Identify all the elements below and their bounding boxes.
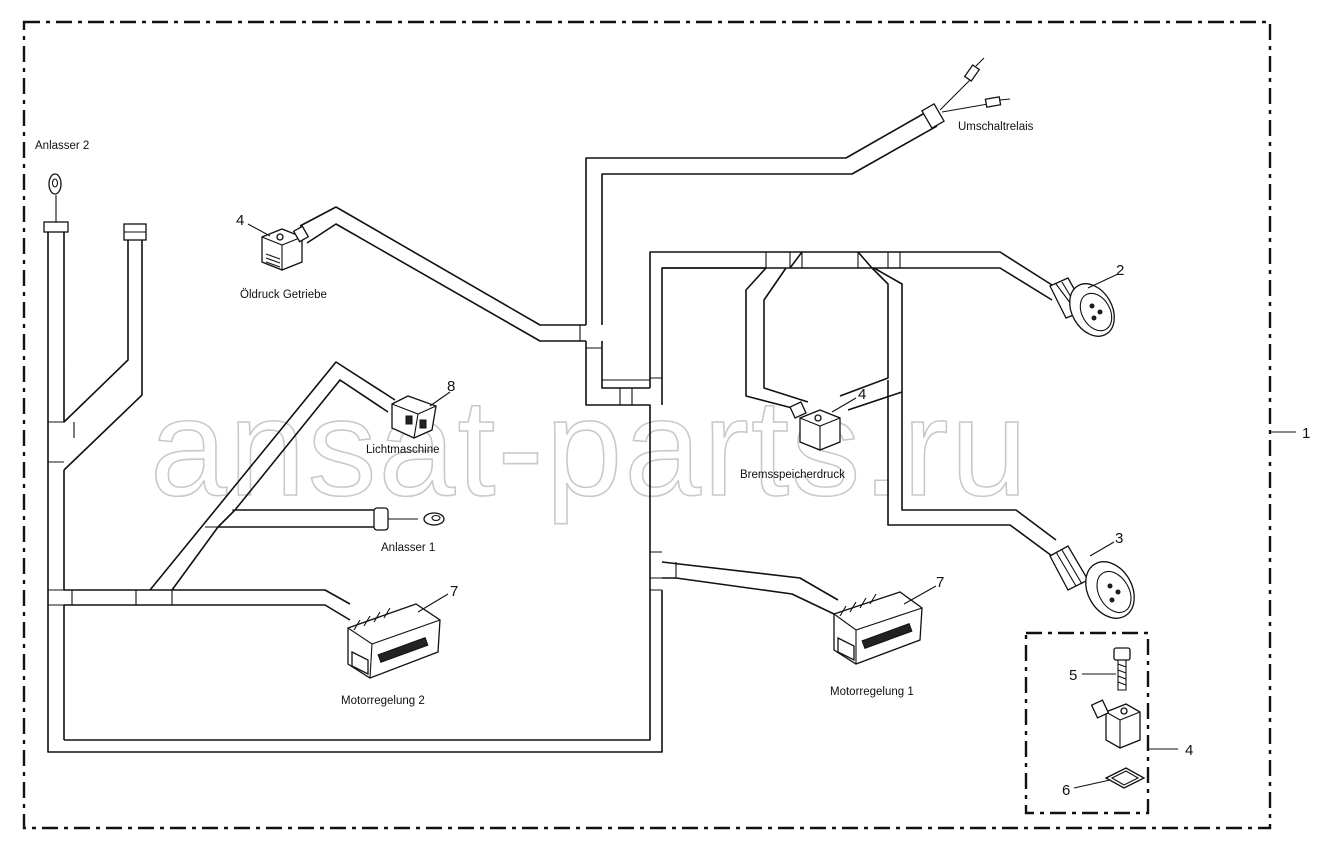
screw-5 <box>1113 647 1131 691</box>
bremsspeicherdruck-connector <box>789 401 841 451</box>
motorregelung1-connector <box>833 591 923 665</box>
callout-3: 3 <box>1115 530 1123 547</box>
label-anlasser-1: Anlasser 1 <box>381 542 435 554</box>
callout-4-oeldruck: 4 <box>236 212 244 229</box>
oeldruck-connector <box>261 225 310 271</box>
label-lichtmaschine: Lichtmaschine <box>366 444 440 456</box>
inset-connector-4 <box>1090 699 1141 749</box>
motorregelung2-connector <box>347 603 441 679</box>
anlasser2-terminal <box>43 173 69 233</box>
callout-2: 2 <box>1116 262 1124 279</box>
label-motorregelung-1: Motorregelung 1 <box>830 686 914 698</box>
label-bremsspeicherdruck: Bremsspeicherdruck <box>740 469 845 481</box>
leader-lines <box>247 223 1119 789</box>
callout-4-kit: 4 <box>1185 742 1193 759</box>
umschaltrelais-terminals <box>921 57 1011 130</box>
callout-4-bremsspeicher: 4 <box>858 386 866 403</box>
round-connector-3 <box>1049 545 1135 619</box>
label-umschaltrelais: Umschaltrelais <box>958 121 1034 133</box>
callout-5: 5 <box>1069 667 1077 684</box>
callout-6: 6 <box>1062 782 1070 799</box>
callout-7-motorregelung1: 7 <box>936 574 944 591</box>
lichtmaschine-connector <box>391 395 437 439</box>
inset-frame <box>1024 631 1150 815</box>
label-oeldruck-getriebe: Öldruck Getriebe <box>240 289 327 301</box>
anlasser1-terminal <box>373 507 445 531</box>
open-cable-end <box>123 223 147 241</box>
round-connector-2 <box>1049 277 1115 337</box>
seal-6 <box>1104 767 1146 789</box>
callout-1: 1 <box>1302 425 1310 442</box>
callout-7-motorregelung2: 7 <box>450 583 458 600</box>
callout-8: 8 <box>447 378 455 395</box>
label-anlasser-2: Anlasser 2 <box>35 140 89 152</box>
cable-bundle <box>47 109 1057 753</box>
label-motorregelung-2: Motorregelung 2 <box>341 695 425 707</box>
outer-frame <box>22 20 1272 830</box>
watermark: ansat-parts.ru <box>150 371 1029 525</box>
